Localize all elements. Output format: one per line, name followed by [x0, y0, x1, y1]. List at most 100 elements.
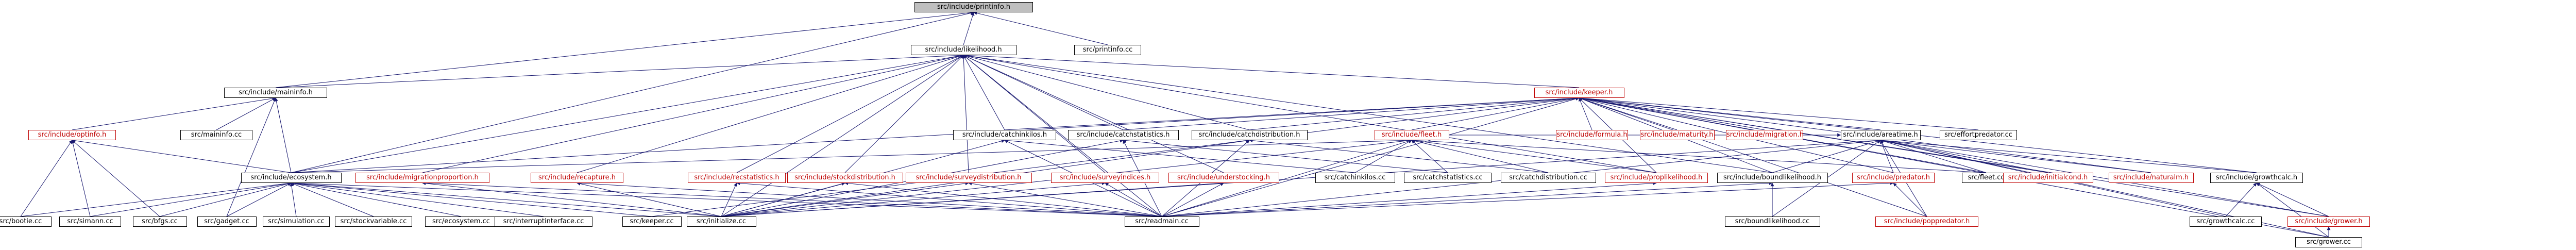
edge-recstatistics-h-to-readmain-cc	[736, 181, 1162, 217]
edge-understocking-h-to-readmain-cc	[1161, 182, 1224, 217]
node-poppredator-h[interactable]: src/include/poppredator.h	[1875, 216, 1978, 227]
node-keeper-h[interactable]: src/include/keeper.h	[1534, 88, 1624, 98]
node-fleet-cc[interactable]: src/fleet.cc	[1961, 173, 2011, 183]
node-optinfo-h[interactable]: src/include/optinfo.h	[28, 130, 116, 140]
edge-likelihood-h-to-stockdistribution-h	[844, 55, 964, 173]
edge-mainfo-h-to-gadget-cc	[226, 97, 276, 217]
node-catchdistribution-cc[interactable]: src/catchdistribution.cc	[1500, 173, 1596, 183]
edge-ecosystem-h-to-bfgs-cc	[159, 182, 292, 217]
edge-migrationproportion-h-to-initialize-cc	[422, 181, 722, 217]
node-maturity-h[interactable]: src/include/maturity.h	[1639, 130, 1715, 140]
edge-optinfo-h-to-bfgs-cc	[72, 140, 160, 217]
edge-keeper-h-to-effortpredator-cc	[1579, 96, 1979, 130]
edge-ecosystem-h-to-ecosystem-cc	[291, 181, 462, 217]
edge-predator-h-to-poppredator-h	[1893, 182, 1927, 217]
node-ecosystem-h[interactable]: src/include/ecosystem.h	[241, 173, 342, 183]
edge-mainfo-h-to-ecosystem-h	[274, 97, 292, 173]
edge-printinfo-h-to-ecosystem-h	[291, 11, 974, 173]
node-migrationproportion-h[interactable]: src/include/migrationproportion.h	[355, 173, 489, 183]
node-mainfo-h[interactable]: src/include/maininfo.h	[224, 88, 327, 98]
node-simulation-cc[interactable]: src/simulation.cc	[263, 216, 330, 227]
edge-keeper-h-to-poppredator-h	[1579, 97, 1927, 217]
node-catchstatistics-cc[interactable]: src/catchstatistics.cc	[1404, 173, 1492, 183]
node-interruptinterface-cc[interactable]: src/interruptinterface.cc	[495, 216, 592, 227]
node-catchdistribution-h[interactable]: src/include/catchdistribution.h	[1191, 130, 1308, 140]
edge-printinfo-h-to-mainfo-h	[275, 11, 974, 88]
node-likelihood-h[interactable]: src/include/likelihood.h	[910, 45, 1016, 55]
node-bootie-cc[interactable]: src/bootie.cc	[0, 216, 52, 227]
edge-fleet-h-to-fleet-cc	[1411, 138, 1987, 173]
edge-keeper-h-to-grower-cc	[1579, 96, 2329, 238]
edge-fleet-h-to-propLikelihood-h	[1411, 139, 1657, 173]
edge-recapture-h-to-initialize-cc	[577, 182, 722, 217]
node-areatime-h[interactable]: src/include/areatime.h	[1840, 130, 1921, 140]
node-catchinkilos-cc[interactable]: src/catchinkilos.cc	[1315, 173, 1395, 183]
node-printinfo-h[interactable]: src/include/printinfo.h	[914, 2, 1033, 12]
edge-keeper-h-to-formula-h	[1579, 97, 1592, 130]
node-recapture-h[interactable]: src/include/recapture.h	[531, 173, 623, 183]
node-boundlikelihood-h[interactable]: src/include/boundlikelihood.h	[1717, 173, 1828, 183]
node-catchstatistics-h[interactable]: src/include/catchstatistics.h	[1067, 130, 1179, 140]
node-growthcalc-cc[interactable]: src/growthcalc.cc	[2190, 216, 2262, 227]
node-initialcond-h[interactable]: src/include/initialcond.h	[2003, 173, 2093, 183]
node-printinfo-cc[interactable]: src/printinfo.cc	[1074, 45, 1141, 55]
node-initialize-cc[interactable]: src/initialize.cc	[686, 216, 756, 227]
node-ecosystem-cc[interactable]: src/ecosystem.cc	[425, 216, 497, 227]
edge-likelihood-h-to-catchstatistics-h	[963, 55, 1124, 130]
node-effortpredator-cc[interactable]: src/effortpredator.cc	[1940, 130, 2017, 140]
node-grower-cc[interactable]: src/grower.cc	[2295, 237, 2362, 247]
edge-likelihood-h-to-keeper-h	[963, 53, 1580, 88]
edge-predator-h-to-readmain-cc	[1161, 181, 1894, 217]
node-maininfo-cc[interactable]: src/maininfo.cc	[180, 130, 252, 140]
node-surveyindices-h[interactable]: src/include/surveyindices.h	[1051, 173, 1159, 183]
edge-recapture-h-to-readmain-cc	[577, 181, 1162, 217]
node-boundlikelihood-cc[interactable]: src/boundlikelihood.cc	[1724, 216, 1820, 227]
edge-likelihood-h-to-catchinkilos-h	[963, 55, 1005, 130]
edge-ecosystem-h-to-bootie-cc	[20, 181, 292, 217]
edge-growthcalc-h-to-growthcalc-cc	[2225, 182, 2257, 217]
edge-keeper-h-to-grower-h	[1579, 96, 2329, 217]
node-stockdistribution-h[interactable]: src/include/stockdistribution.h	[787, 173, 903, 183]
edge-likelihood-h-to-understocking-h	[963, 55, 1224, 173]
edge-migrationproportion-h-to-readmain-cc	[422, 181, 1162, 217]
edge-keeper-h-to-catchdistribution-h	[1249, 96, 1580, 130]
edge-stockdistribution-h-to-initialize-cc	[721, 182, 845, 217]
node-fleet-h[interactable]: src/include/fleet.h	[1374, 130, 1449, 140]
edge-keeper-h-to-keeper-cc	[651, 96, 1580, 217]
edge-recstatistics-h-to-initialize-cc	[721, 182, 737, 217]
edge-likelihood-h-to-initialize-cc	[721, 55, 964, 217]
node-recstatistics-h[interactable]: src/include/recstatistics.h	[688, 173, 786, 183]
edge-likelihood-h-to-surveyindices-h	[963, 55, 1106, 173]
node-readmain-cc[interactable]: src/readmain.cc	[1124, 216, 1199, 227]
edge-ecosystem-h-to-stockvariable-cc	[291, 182, 374, 217]
edge-areatime-h-to-growthcalc-h	[1880, 139, 2257, 173]
edge-fleet-h-to-ecosystem-h	[291, 138, 1412, 173]
node-growthcalc-h[interactable]: src/include/growthcalc.h	[2210, 173, 2303, 183]
node-bfgs-cc[interactable]: src/bfgs.cc	[132, 216, 187, 227]
edge-mainfo-h-to-optinfo-h	[72, 96, 276, 130]
node-simann-cc[interactable]: src/simann.cc	[59, 216, 121, 227]
node-predator-h[interactable]: src/include/predator.h	[1852, 173, 1935, 183]
edge-areatime-h-to-boundlikelihood-h	[1772, 139, 1881, 173]
edge-surveydistribution-h-to-initialize-cc	[721, 181, 969, 217]
node-understocking-h[interactable]: src/include/understocking.h	[1168, 173, 1279, 183]
edge-keeper-h-to-fleet-h	[1411, 96, 1580, 130]
edge-ecosystem-h-to-gadget-cc	[226, 182, 292, 217]
node-stockvariable-cc[interactable]: src/stockvariable.cc	[335, 216, 412, 227]
node-migration-h[interactable]: src/include/migration.h	[1726, 130, 1803, 140]
edge-mainfo-h-to-maininfo-cc	[216, 97, 276, 130]
node-gadget-cc[interactable]: src/gadget.cc	[197, 216, 257, 227]
node-catchinkilos-h[interactable]: src/include/catchinkilos.h	[953, 130, 1056, 140]
edge-keeper-h-to-catchstatistics-h	[1123, 96, 1580, 130]
edge-catchinkilos-h-to-catchinkilos-cc	[1004, 139, 1355, 173]
node-keeper-cc[interactable]: src/keeper.cc	[622, 216, 682, 227]
node-propLikelihood-h[interactable]: src/include/proplikelihood.h	[1605, 173, 1708, 183]
edge-ecosystem-h-to-simulation-cc	[290, 182, 297, 217]
node-formula-h[interactable]: src/include/formula.h	[1556, 130, 1628, 140]
edge-optinfo-h-to-bootie-cc	[20, 140, 73, 217]
node-surveydistribution-h[interactable]: src/include/surveydistribution.h	[905, 173, 1032, 183]
node-naturalm-h[interactable]: src/include/naturalm.h	[2108, 173, 2194, 183]
node-grower-h[interactable]: src/include/grower.h	[2287, 216, 2370, 227]
edge-areatime-h-to-naturalm-h	[1880, 139, 2151, 173]
